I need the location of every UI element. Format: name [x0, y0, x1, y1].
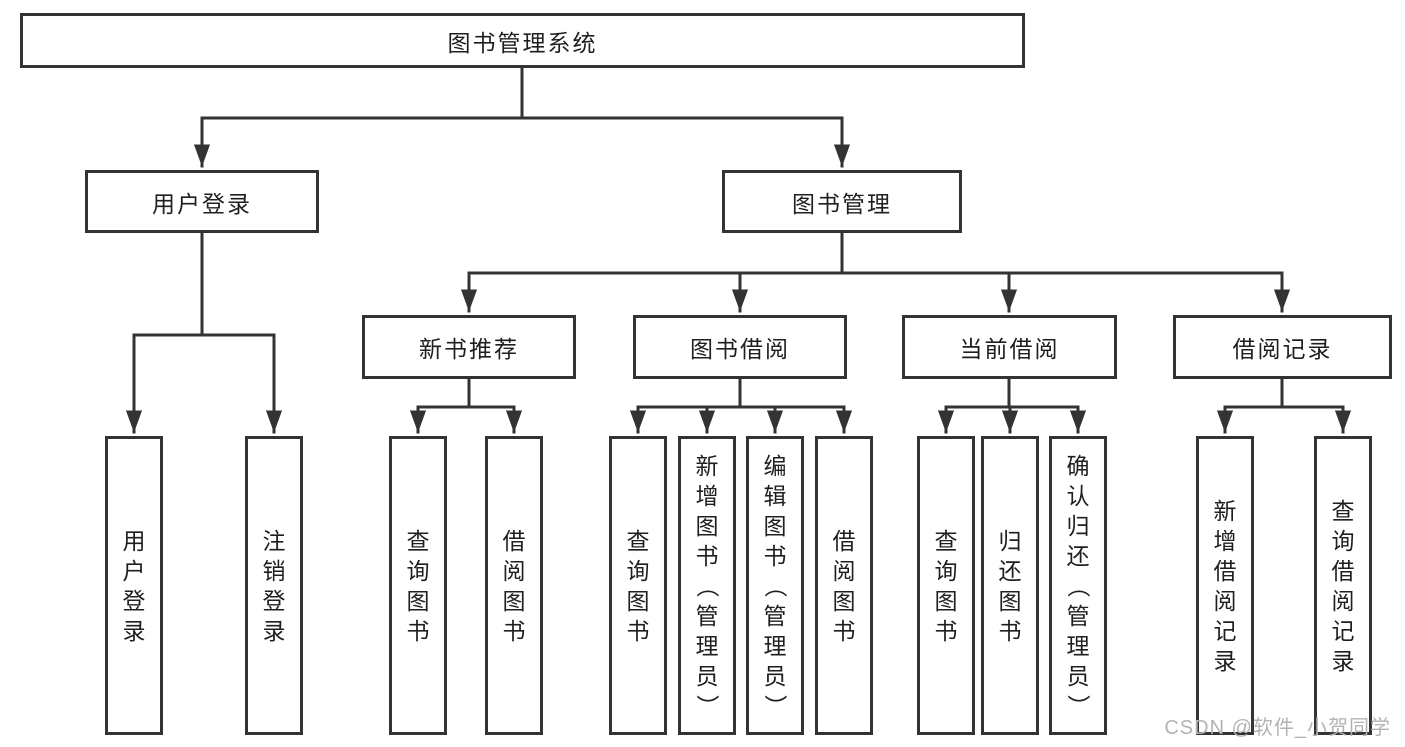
leaf-bb-add-books-admin-label: 新增图书（管理员）	[694, 452, 720, 718]
node-user-login: 用户登录	[85, 170, 319, 233]
leaf-cb-confirm-return-admin-label: 确认归还（管理员）	[1065, 452, 1091, 718]
leaf-br-query-record-label: 查询借阅记录	[1331, 497, 1355, 674]
watermark: CSDN @软件_小贺同学	[1164, 717, 1391, 739]
node-root: 图书管理系统	[20, 13, 1025, 68]
leaf-logout-label: 注销登录	[262, 527, 286, 644]
leaf-bb-edit-books-admin: 编辑图书（管理员）	[746, 436, 804, 735]
leaf-logout: 注销登录	[245, 436, 303, 735]
leaf-cb-confirm-return-admin: 确认归还（管理员）	[1049, 436, 1107, 735]
node-borrow-records-label: 借阅记录	[1232, 336, 1333, 362]
leaf-br-query-record: 查询借阅记录	[1314, 436, 1372, 735]
node-new-book-rec-label: 新书推荐	[419, 336, 519, 362]
leaf-user-login-label: 用户登录	[122, 527, 146, 644]
node-current-borrow: 当前借阅	[902, 315, 1117, 379]
leaf-br-add-record-label: 新增借阅记录	[1213, 497, 1237, 674]
leaf-bb-edit-books-admin-label: 编辑图书（管理员）	[762, 452, 788, 718]
node-book-borrow: 图书借阅	[633, 315, 847, 379]
node-root-label: 图书管理系统	[447, 29, 598, 56]
leaf-nbr-borrow-books: 借阅图书	[485, 436, 543, 735]
node-book-mgmt: 图书管理	[722, 170, 962, 233]
node-book-mgmt-label: 图书管理	[792, 190, 892, 217]
leaf-cb-query-books-label: 查询图书	[934, 527, 958, 644]
leaf-nbr-borrow-books-label: 借阅图书	[502, 527, 526, 644]
leaf-cb-return-books: 归还图书	[981, 436, 1039, 735]
node-current-borrow-label: 当前借阅	[959, 336, 1060, 362]
leaf-bb-query-books: 查询图书	[609, 436, 667, 735]
leaf-bb-borrow-books-label: 借阅图书	[832, 527, 856, 644]
leaf-user-login: 用户登录	[105, 436, 163, 735]
leaf-bb-borrow-books: 借阅图书	[815, 436, 873, 735]
leaf-cb-return-books-label: 归还图书	[998, 527, 1022, 644]
leaf-nbr-query-books-label: 查询图书	[406, 527, 430, 644]
leaf-br-add-record: 新增借阅记录	[1196, 436, 1254, 735]
node-user-login-label: 用户登录	[152, 190, 252, 217]
node-borrow-records: 借阅记录	[1173, 315, 1392, 379]
leaf-bb-add-books-admin: 新增图书（管理员）	[678, 436, 736, 735]
node-book-borrow-label: 图书借阅	[690, 336, 790, 362]
leaf-nbr-query-books: 查询图书	[389, 436, 447, 735]
leaf-bb-query-books-label: 查询图书	[626, 527, 650, 644]
node-new-book-rec: 新书推荐	[362, 315, 576, 379]
leaf-cb-query-books: 查询图书	[917, 436, 975, 735]
